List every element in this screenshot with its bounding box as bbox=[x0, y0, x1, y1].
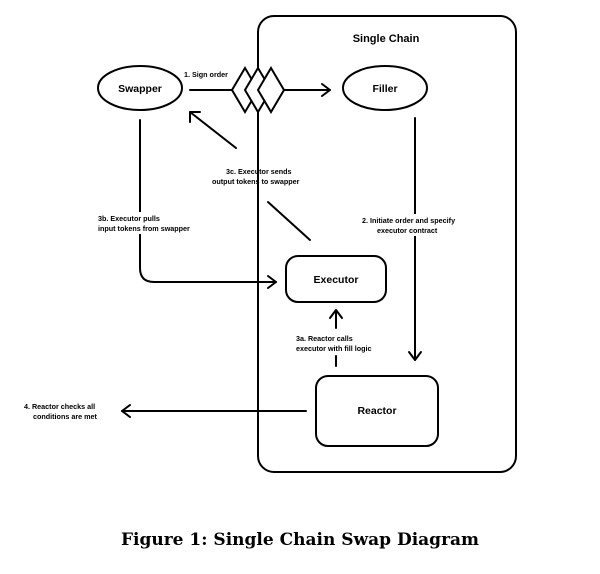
executor-node bbox=[285, 255, 387, 303]
arrowhead-to-filler bbox=[321, 83, 331, 97]
filler-node bbox=[342, 65, 428, 111]
step-3b-label-line1: 3b. Executor pulls bbox=[98, 214, 160, 223]
step-3b-backdrop bbox=[96, 212, 208, 234]
arrow-executor-to-swapper-upper bbox=[189, 111, 237, 149]
swapper-label: Swapper bbox=[118, 83, 162, 95]
step-4-label-line1: 4. Reactor checks all bbox=[24, 402, 95, 411]
step-4-label-line2: conditions are met bbox=[33, 412, 98, 421]
step-3c-label-line1: 3c. Executor sends bbox=[226, 167, 292, 176]
filler-label: Filler bbox=[372, 83, 397, 95]
executor-label: Executor bbox=[314, 274, 359, 286]
step-3a-label-line1: 3a. Reactor calls bbox=[296, 334, 353, 343]
step-3c-label-line2: output tokens to swapper bbox=[212, 177, 300, 186]
arrowhead-to-reactor bbox=[408, 351, 422, 361]
signed-order-icon bbox=[230, 66, 286, 114]
step-2-label-line2: executor contract bbox=[377, 226, 438, 235]
arrowhead-to-left bbox=[121, 404, 131, 418]
arrowhead-to-executor bbox=[267, 275, 277, 289]
step-3b-label-line2: input tokens from swapper bbox=[98, 224, 190, 233]
reactor-label: Reactor bbox=[357, 405, 396, 417]
reactor-node bbox=[315, 375, 439, 447]
step-2-backdrop bbox=[360, 214, 472, 236]
step-1-label: 1. Sign order bbox=[184, 70, 228, 79]
arrowhead-to-swapper bbox=[189, 111, 201, 123]
step-3a-label-line2: executor with fill logic bbox=[296, 344, 371, 353]
single-chain-title: Single Chain bbox=[353, 33, 420, 45]
arrowhead-to-executor-up bbox=[329, 309, 343, 319]
swapper-node bbox=[97, 65, 183, 111]
arrow-pull-input-tokens bbox=[139, 119, 277, 283]
arrow-executor-to-swapper-lower bbox=[267, 201, 311, 241]
step-2-label-line1: 2. Initiate order and specify bbox=[362, 216, 455, 225]
figure-caption: Figure 1: Single Chain Swap Diagram bbox=[120, 530, 480, 550]
